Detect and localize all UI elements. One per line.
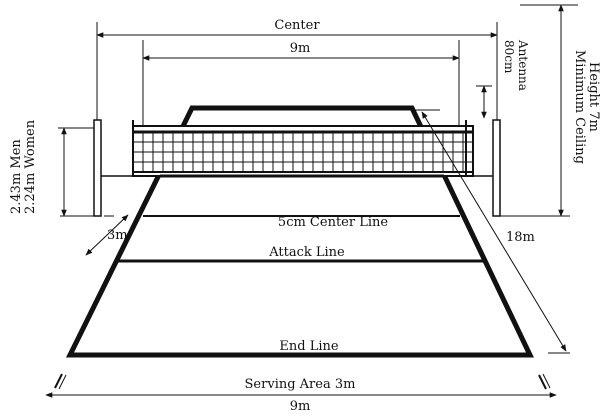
antenna-label-line1: 80cm	[502, 40, 516, 74]
net-height-women-label: 2.24m Women	[23, 119, 38, 214]
attack-line-label: Attack Line	[268, 245, 345, 260]
serving-mark-left	[54, 373, 63, 389]
net-height-men-label: 2.43m Men	[9, 139, 24, 214]
ceiling-label-line1: Minimum Ceiling	[572, 50, 587, 164]
bottom-width-dimension: Serving Area 3m 9m	[45, 377, 557, 414]
net-width-dimension: 9m	[142, 40, 460, 126]
top-width-label: 9m	[290, 41, 311, 56]
ceiling-label-line2: Height 7m	[586, 62, 600, 132]
three-m-label: 3m	[107, 228, 128, 243]
serving-mark-right	[538, 374, 547, 390]
post-left	[93, 119, 102, 217]
serving-area-label: Serving Area 3m	[245, 377, 356, 392]
post-right	[492, 119, 501, 217]
center-line-label: 5cm Center Line	[278, 215, 388, 230]
antenna-dimension: 80cm Antenna	[476, 39, 530, 119]
net-height-dimension: 2.43m Men 2.24m Women	[9, 119, 94, 217]
eighteen-m-label: 18m	[506, 230, 535, 245]
serving-mark-right-2	[542, 373, 551, 389]
court-length-dimension: 18m	[410, 109, 570, 354]
end-line-label: End Line	[279, 339, 338, 354]
net	[132, 125, 474, 177]
antenna-label-line2: Antenna	[516, 39, 530, 91]
bottom-width-label: 9m	[290, 399, 311, 414]
ceiling-dimension: Minimum Ceiling Height 7m	[520, 4, 600, 217]
court-outline	[65, 105, 534, 358]
center-label: Center	[274, 18, 320, 33]
serving-mark-left-2	[58, 374, 67, 390]
center-dimension: Center	[96, 18, 498, 120]
attack-zone-dimension: 3m	[85, 214, 129, 256]
